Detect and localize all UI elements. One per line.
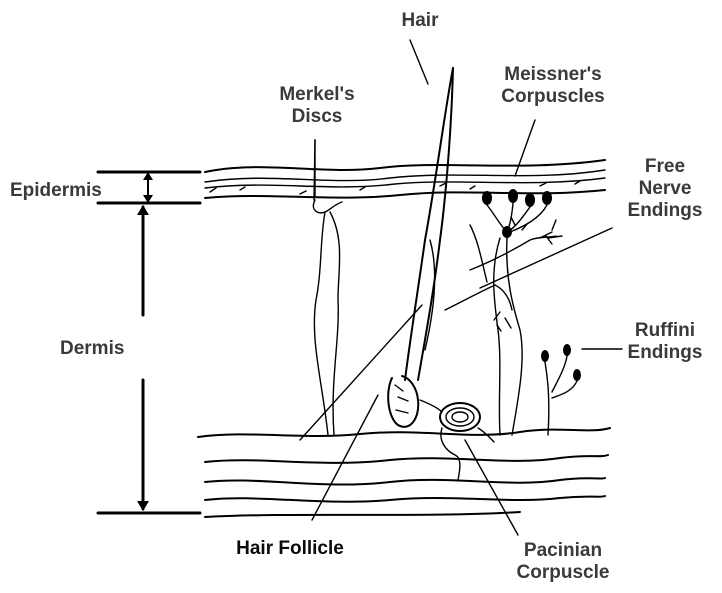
label-meissners-corpuscles: Meissner's Corpuscles [484,64,622,108]
label-epidermis: Epidermis [10,180,102,202]
pacinian-corpuscle-shape [420,400,494,480]
label-free-nerve-endings: Free Nerve Endings [610,156,720,222]
meissner-leader [515,120,535,176]
label-hair: Hair [400,10,440,32]
label-pacinian-corpuscle: Pacinian Corpuscle [488,540,638,584]
merkels-disc-nerve [313,140,342,435]
pacinian-leader [465,440,518,535]
dermis-lower-layers [198,428,610,517]
ruffini-endings-shape [541,344,581,435]
meissners-nerve-tree [445,189,562,435]
label-dermis: Dermis [60,338,124,360]
hair-follicle-leader-2 [300,305,422,440]
label-ruffini-endings: Ruffini Endings [612,320,718,364]
label-merkels-discs: Merkel's Discs [262,84,372,128]
hair-leader [410,40,428,84]
epidermis-bracket [98,172,200,203]
label-hair-follicle: Hair Follicle [206,538,374,560]
